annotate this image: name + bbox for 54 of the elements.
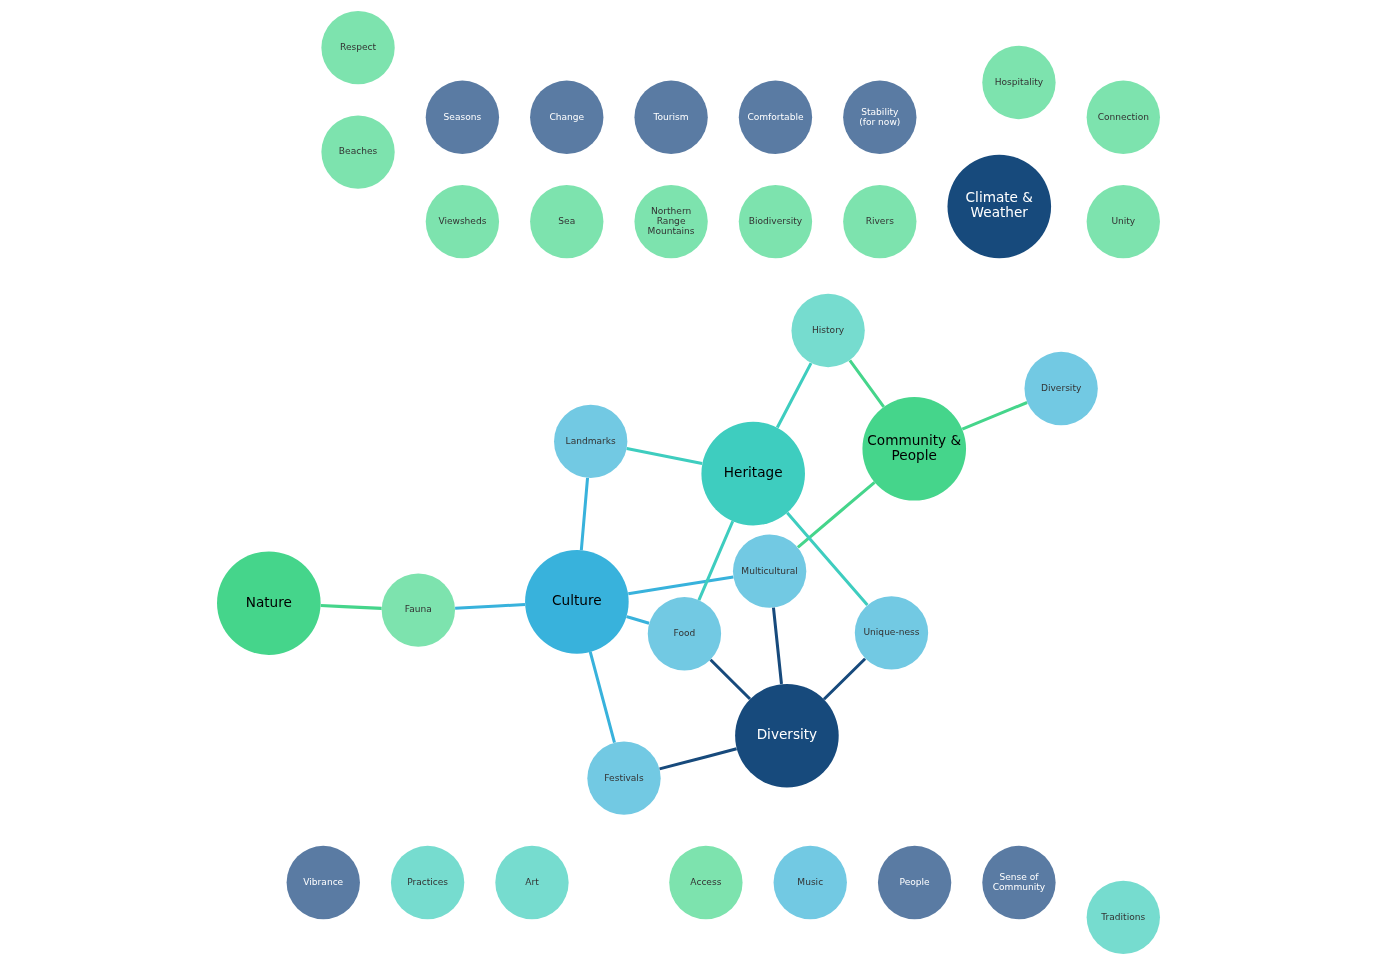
connector bbox=[848, 359, 885, 408]
connector bbox=[786, 511, 869, 607]
node-circle: Sea bbox=[530, 184, 604, 259]
node-circle: Nature bbox=[217, 551, 321, 655]
node-circle: Vibrance bbox=[286, 845, 360, 920]
connector bbox=[579, 477, 590, 551]
node-circle: Diversity bbox=[735, 683, 839, 788]
node-circle: Unique-ness bbox=[854, 596, 929, 670]
node-circle: Comfortable bbox=[738, 80, 813, 154]
connector bbox=[822, 657, 867, 701]
connector bbox=[626, 615, 650, 625]
node-circle: Viewsheds bbox=[425, 184, 500, 259]
node-circle: Food bbox=[647, 597, 722, 671]
node-circle: Hospitality bbox=[982, 45, 1056, 120]
connector bbox=[775, 362, 813, 429]
node-circle: Heritage bbox=[701, 421, 805, 526]
node-circle: Biodiversity bbox=[738, 184, 813, 259]
node-circle: Northern Range Mountains bbox=[634, 184, 708, 259]
node-circle: Multicultural bbox=[732, 534, 807, 608]
node-circle: Access bbox=[669, 845, 743, 920]
node-circle: History bbox=[791, 293, 865, 368]
node-circle: Diversity bbox=[1024, 351, 1098, 426]
connector bbox=[709, 658, 752, 701]
connector bbox=[659, 747, 737, 771]
connector bbox=[697, 520, 735, 601]
connector bbox=[771, 607, 783, 685]
node-circle: Sense of Community bbox=[982, 845, 1056, 920]
node-circle: Tourism bbox=[634, 80, 708, 154]
node-circle: Community & People bbox=[862, 397, 967, 501]
node-circle: Art bbox=[495, 845, 569, 920]
node-circle: Culture bbox=[525, 550, 629, 654]
node-circle: Practices bbox=[390, 845, 465, 920]
node-circle: Rivers bbox=[843, 184, 917, 259]
connector bbox=[320, 604, 382, 610]
connector bbox=[796, 481, 876, 549]
node-circle: Festivals bbox=[587, 741, 661, 815]
connector bbox=[626, 447, 703, 465]
node-circle: Change bbox=[530, 80, 604, 154]
node-circle: Climate & Weather bbox=[947, 154, 1052, 259]
node-circle: Music bbox=[773, 845, 847, 920]
node-circle: Connection bbox=[1086, 80, 1160, 154]
node-circle: Traditions bbox=[1086, 880, 1160, 954]
connector bbox=[628, 575, 734, 596]
node-circle: Respect bbox=[321, 11, 395, 85]
node-circle: Stability (for now) bbox=[843, 80, 917, 154]
node-circle: Beaches bbox=[321, 115, 395, 189]
connector bbox=[455, 603, 526, 610]
connector bbox=[961, 401, 1028, 431]
connector bbox=[588, 651, 616, 743]
node-circle: Seasons bbox=[425, 80, 500, 154]
node-circle: Landmarks bbox=[554, 404, 628, 479]
node-circle: Fauna bbox=[381, 573, 455, 647]
node-circle: People bbox=[877, 845, 952, 920]
node-circle: Unity bbox=[1086, 184, 1160, 259]
